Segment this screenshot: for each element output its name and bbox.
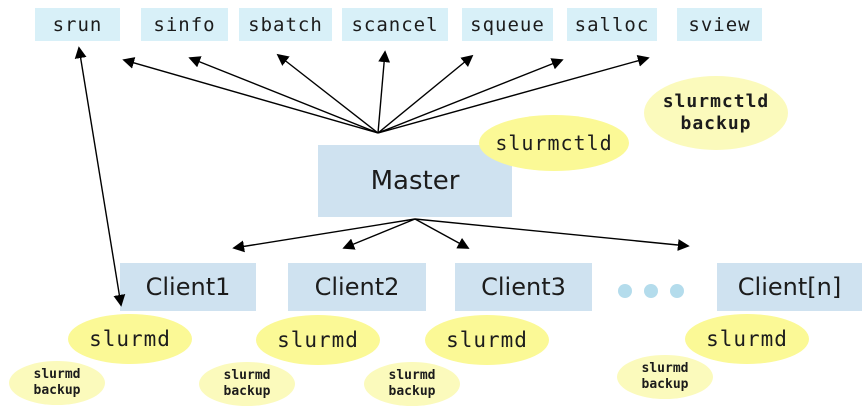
client1-node-box: Client1: [120, 263, 256, 311]
slurmd-backup-line2: backup: [223, 384, 271, 399]
slurmd-backup-line1: slurmd: [223, 368, 271, 384]
command-box-sview: sview: [677, 8, 762, 41]
slurmctld-backup-ellipse: slurmctld backup: [644, 76, 788, 150]
slurmd-ellipse-client2: slurmd: [256, 315, 380, 365]
clientn-node-box: Client[n]: [717, 263, 862, 311]
command-box-sinfo: sinfo: [141, 8, 228, 41]
ellipsis-dot: [644, 284, 658, 298]
arrow-master-scancel: [377, 50, 391, 134]
slurmd-backup-line1: slurmd: [33, 367, 81, 383]
slurmd-backup-line1: slurmd: [641, 361, 689, 377]
slurmd-ellipse-client3: slurmd: [425, 315, 549, 365]
client2-node-box: Client2: [288, 263, 426, 311]
slurmd-backup-ellipse-client1: slurmd backup: [9, 361, 105, 405]
ellipsis-dot: [670, 284, 684, 298]
command-box-sbatch: sbatch: [239, 8, 332, 41]
command-box-srun: srun: [35, 8, 120, 41]
master-node-box: Master: [318, 145, 512, 217]
arrow-master-client2: [342, 218, 416, 250]
slurmctld-backup-line2: backup: [680, 113, 752, 134]
ellipsis-dot: [618, 284, 632, 298]
arrow-srun-slurmd-bidirectional: [74, 46, 126, 307]
arrow-master-srun: [122, 57, 379, 134]
command-box-squeue: squeue: [462, 8, 553, 41]
arrow-master-clientn: [414, 218, 690, 251]
slurmd-backup-line2: backup: [641, 377, 689, 392]
slurmd-backup-ellipse-client2: slurmd backup: [199, 362, 295, 406]
arrow-master-client1: [232, 218, 416, 253]
command-box-scancel: scancel: [342, 8, 448, 41]
arrow-master-client3: [414, 218, 470, 249]
client3-node-box: Client3: [455, 263, 592, 311]
slurmctld-ellipse: slurmctld: [479, 115, 629, 171]
slurmd-backup-ellipse-client3: slurmd backup: [364, 362, 460, 406]
slurmd-backup-ellipse-clientn: slurmd backup: [617, 355, 713, 399]
slurmd-backup-line2: backup: [33, 383, 81, 398]
slurmd-ellipse-client1: slurmd: [68, 314, 192, 364]
slurmd-backup-line1: slurmd: [388, 368, 436, 384]
arrow-master-sbatch: [276, 53, 379, 134]
arrow-master-sinfo: [188, 56, 379, 134]
arrow-master-squeue: [377, 54, 474, 134]
slurmd-ellipse-clientn: slurmd: [685, 314, 809, 364]
command-box-salloc: salloc: [567, 8, 657, 41]
slurmctld-backup-line1: slurmctld: [662, 90, 770, 112]
slurmd-backup-line2: backup: [388, 384, 436, 399]
